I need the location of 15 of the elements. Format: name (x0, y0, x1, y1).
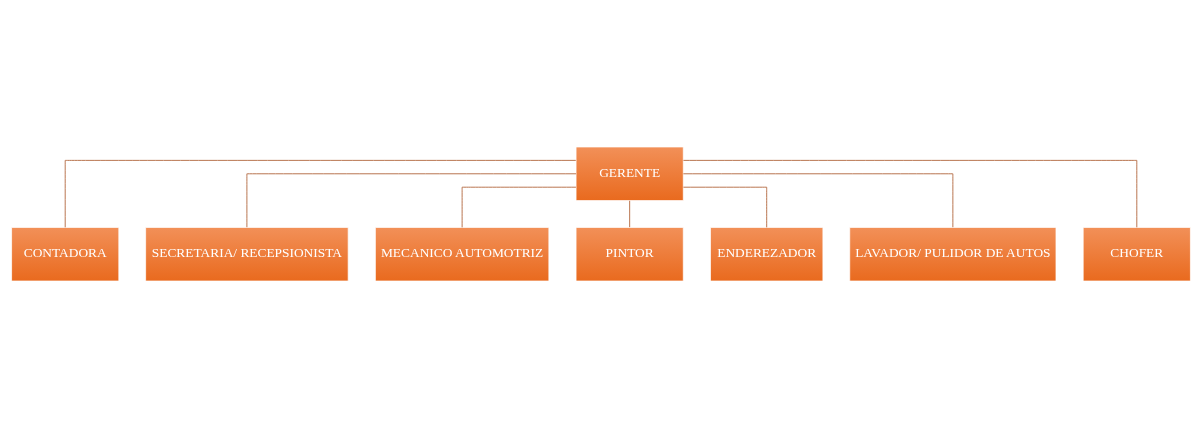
connector (64, 159, 577, 228)
node-box: CONTADORA (11, 227, 120, 282)
node-box: ENDEREZADOR (710, 227, 824, 282)
node-box: PINTOR (575, 227, 684, 282)
connector (683, 159, 1138, 228)
connector (682, 173, 954, 228)
node-box: GERENTE (575, 146, 684, 201)
node-box: MECANICO AUTOMOTRIZ (375, 227, 550, 282)
connector (246, 173, 577, 228)
node-box: LAVADOR/ PULIDOR DE AUTOS (849, 227, 1057, 282)
connector (629, 200, 631, 228)
connector (683, 186, 768, 228)
connector (461, 186, 577, 228)
node-box: CHOFER (1082, 227, 1191, 282)
node-box: SECRETARIA/ RECEPSIONISTA (145, 227, 349, 282)
